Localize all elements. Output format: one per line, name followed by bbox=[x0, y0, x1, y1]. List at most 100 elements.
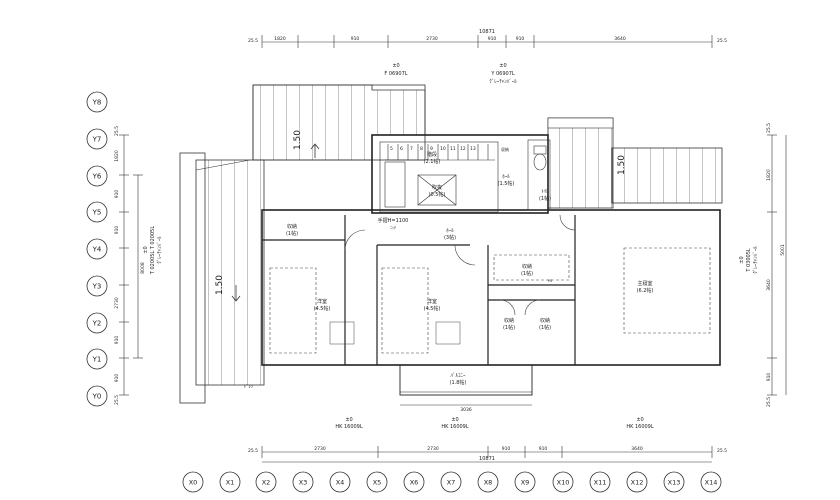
slope-arrow-icon bbox=[231, 285, 241, 302]
height-note-material: ｸﾞﾚｰﾁｬﾝﾊﾞｰﾙ bbox=[489, 78, 517, 85]
grid-row-label: Y3 bbox=[92, 283, 102, 291]
height-note-level: ±0 bbox=[451, 417, 458, 423]
interior-walls bbox=[262, 215, 576, 365]
dim-label: 25.5 bbox=[114, 126, 120, 136]
grid-row-label: Y8 bbox=[92, 99, 102, 107]
dim-label: 910 bbox=[114, 336, 120, 345]
pipe-space-label: PS bbox=[548, 279, 553, 283]
top-total-dimension: 10871 bbox=[479, 29, 495, 35]
dim-label: 8008 bbox=[140, 262, 146, 274]
balcony-size: (1.8帖) bbox=[450, 379, 467, 386]
dim-label: 910 bbox=[351, 36, 360, 42]
height-note-material: ｸﾞﾚｰﾁｬﾝﾊﾞｰﾙ bbox=[752, 246, 759, 274]
grid-col-label: X10 bbox=[557, 479, 570, 487]
dim-label: 910 bbox=[502, 446, 511, 452]
dim-label: 25.5 bbox=[114, 395, 120, 405]
storage-left-label: 収納 bbox=[287, 223, 297, 230]
storage-left-size: (1帖) bbox=[286, 230, 298, 237]
dim-label: 910 bbox=[539, 446, 548, 452]
stair-step-number: 11 bbox=[450, 146, 456, 152]
height-note-spec: T 03005L bbox=[746, 248, 752, 273]
grid-col-label: X13 bbox=[668, 479, 681, 487]
height-note-level: ±0 bbox=[392, 63, 399, 69]
drain-label: ﾄﾞﾚﾝ bbox=[244, 383, 254, 390]
storage-mid-size: (1帖) bbox=[521, 270, 533, 277]
handrail-label: 手摺H=1100 bbox=[378, 217, 409, 224]
stair-step-number: 12 bbox=[460, 146, 466, 152]
height-note-spec: HK 16009L bbox=[441, 424, 469, 430]
stair-step-number: 6 bbox=[400, 146, 403, 152]
balcony bbox=[399, 364, 533, 396]
grid-row-label: Y1 bbox=[92, 356, 102, 364]
storage-mid-label: 収納 bbox=[522, 263, 532, 270]
dim-label: 2730 bbox=[114, 297, 120, 309]
roof-slope-left: 1.50 bbox=[215, 275, 225, 295]
height-note-material: ｸﾞﾚｰﾁｬﾝﾊﾞｰﾙ bbox=[156, 236, 163, 264]
grid-rows bbox=[86, 91, 108, 407]
stair-step-number: 5 bbox=[390, 146, 393, 152]
master-bedroom-size: (6.2帖) bbox=[637, 287, 654, 294]
dim-label: 910 bbox=[488, 36, 497, 42]
balcony-label: ﾊﾞﾙｺﾆｰ bbox=[450, 372, 466, 379]
western-room-1-label: 洋室 bbox=[317, 298, 327, 305]
hall-main-size: (3帖) bbox=[444, 234, 456, 241]
wc-label: ﾄｲﾚ bbox=[541, 189, 549, 195]
dim-label: 25.5 bbox=[248, 38, 258, 44]
door-swings bbox=[344, 214, 576, 316]
slope-arrow-icon bbox=[310, 143, 320, 158]
stair-size: (2.1帖) bbox=[424, 158, 441, 165]
grid-row-label: Y2 bbox=[92, 320, 102, 328]
dim-label: 1820 bbox=[274, 36, 286, 42]
height-note-level: ±0 bbox=[143, 246, 149, 253]
dim-label: 3640 bbox=[631, 446, 643, 452]
grid-col-label: X12 bbox=[631, 479, 644, 487]
dim-label: 910 bbox=[766, 373, 772, 382]
height-note-level: ±0 bbox=[499, 63, 506, 69]
grid-columns bbox=[182, 471, 722, 493]
hall-main-label: ﾎｰﾙ bbox=[446, 228, 454, 234]
western-room-1-size: (4.5帖) bbox=[314, 305, 331, 312]
void-size: (0.5帖) bbox=[429, 191, 446, 198]
grid-col-label: X0 bbox=[189, 479, 198, 487]
dim-label: 25.5 bbox=[766, 123, 772, 133]
height-note-level: ±0 bbox=[636, 417, 643, 423]
dim-label: 1820 bbox=[114, 150, 120, 162]
height-note-spec: HK 16009L bbox=[626, 424, 654, 430]
roof-right bbox=[547, 117, 723, 209]
height-note-spec: F 06907L bbox=[384, 71, 407, 77]
stair-step-number: 8 bbox=[420, 146, 423, 152]
bottom-total-dimension: 10871 bbox=[479, 456, 495, 462]
grid-row-label: Y7 bbox=[92, 136, 102, 144]
grid-row-label: Y6 bbox=[92, 173, 102, 181]
dim-label: 3640 bbox=[766, 279, 772, 291]
height-note-spec: T 02005L T 02005L bbox=[150, 226, 156, 275]
storage-low-1-size: (1帖) bbox=[503, 324, 515, 331]
dim-label: 25.5 bbox=[717, 38, 727, 44]
master-bedroom-label: 主寝室 bbox=[637, 280, 652, 287]
hall-top-label: ﾎｰﾙ bbox=[502, 174, 510, 180]
dim-label: 3640 bbox=[614, 36, 626, 42]
roof-slope-top: 1.50 bbox=[293, 130, 303, 150]
height-note-spec: HK 16009L bbox=[335, 424, 363, 430]
grid-row-label: Y0 bbox=[92, 393, 102, 401]
roof-left bbox=[179, 152, 265, 404]
grid-col-label: X9 bbox=[521, 479, 530, 487]
balcony-width-dim: 3036 bbox=[460, 407, 472, 413]
dim-label: 2730 bbox=[427, 446, 439, 452]
dim-label: 2730 bbox=[426, 36, 438, 42]
top-dimension-line bbox=[261, 35, 713, 48]
storage-top-label: 収納 bbox=[501, 146, 509, 152]
dim-label: 25.5 bbox=[248, 448, 258, 454]
void-label: 吹抜 bbox=[432, 184, 442, 191]
dim-label: 910 bbox=[114, 374, 120, 383]
grid-row-label: Y5 bbox=[92, 209, 102, 217]
stair-step-number: 10 bbox=[440, 146, 446, 152]
grid-col-label: X7 bbox=[447, 479, 456, 487]
storage-low-2-label: 収納 bbox=[540, 317, 550, 324]
right-dimension-line bbox=[767, 134, 787, 396]
staircase bbox=[379, 141, 499, 213]
height-note-level: ±0 bbox=[345, 417, 352, 423]
left-dimension-line bbox=[119, 134, 143, 396]
wc-size: (1帖) bbox=[539, 195, 551, 202]
